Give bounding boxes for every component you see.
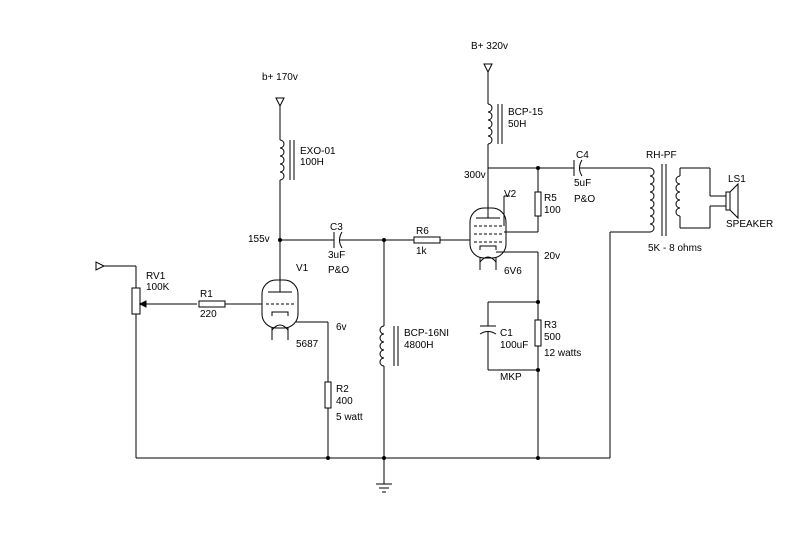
- transformer-ratio: 5K - 8 ohms: [648, 243, 702, 254]
- v2-plate-voltage: 300v: [464, 170, 486, 181]
- c3-capacitor: [280, 231, 384, 249]
- c4-ref: C4: [576, 150, 589, 161]
- transformer-ref: RH-PF: [646, 150, 677, 161]
- v2-cathode-voltage: 20v: [544, 251, 560, 262]
- speaker-label: SPEAKER: [726, 219, 773, 230]
- b-plus-170-label: b+ 170v: [262, 72, 298, 83]
- v2-tube: [469, 168, 510, 270]
- r5-ref: R5: [544, 193, 557, 204]
- r6-value: 1k: [416, 246, 428, 257]
- v1-ref: V1: [296, 263, 309, 274]
- output-transformer: [609, 164, 711, 458]
- bcp15-value: 50H: [508, 119, 526, 130]
- b-plus-320-label: B+ 320v: [471, 41, 508, 52]
- exo01-ref: EXO-01: [300, 146, 336, 157]
- v1-tube: [261, 240, 299, 340]
- r1-resistor: [198, 300, 264, 308]
- r3-ref: R3: [544, 320, 557, 331]
- c4-note: P&O: [574, 194, 595, 205]
- r3-value: 500: [544, 332, 561, 343]
- v2-cathode-wire: [487, 251, 540, 326]
- r2-value: 400: [336, 396, 353, 407]
- c1-ref: C1: [500, 328, 513, 339]
- c3-value: 3uF: [328, 250, 345, 261]
- bcp16-value: 4800H: [404, 340, 433, 351]
- ground-bus: [136, 456, 610, 460]
- exo01-value: 100H: [300, 157, 324, 168]
- r3-note: 12 watts: [544, 348, 581, 359]
- r2-note: 5 watt: [336, 412, 363, 423]
- bcp15-choke: [487, 103, 503, 168]
- r5-resistor: [504, 168, 542, 233]
- bcp15-ref: BCP-15: [508, 107, 543, 118]
- v1-type: 5687: [296, 339, 319, 350]
- v1-heater-voltage: 6v: [336, 322, 347, 333]
- b-plus-170-terminal: [275, 97, 285, 140]
- c3-note: P&O: [328, 265, 349, 276]
- v1-plate-voltage: 155v: [248, 234, 270, 245]
- junction-c1-r3: [536, 368, 540, 372]
- r3-resistor: [534, 302, 542, 458]
- rv1-value: 100K: [146, 282, 170, 293]
- ground-icon: [376, 483, 392, 493]
- input-terminal: [95, 261, 137, 288]
- c1-capacitor: [479, 325, 538, 371]
- c4-capacitor: [573, 159, 650, 177]
- r1-ref: R1: [200, 289, 213, 300]
- r6-resistor: [384, 236, 472, 244]
- r1-value: 220: [200, 309, 217, 320]
- speaker-ref: LS1: [728, 174, 746, 185]
- bcp16-choke: [379, 240, 399, 484]
- r2-ref: R2: [336, 384, 349, 395]
- c3-ref: C3: [330, 222, 343, 233]
- rv1-ref: RV1: [146, 271, 166, 282]
- exo01-choke: [279, 139, 295, 240]
- b-plus-320-terminal: [483, 63, 493, 104]
- c1-value: 100uF: [500, 340, 528, 351]
- r2-resistor: [296, 321, 332, 458]
- v2-type: 6V6: [504, 266, 522, 277]
- r5-value: 100: [544, 205, 561, 216]
- c1-note: MKP: [500, 372, 522, 383]
- bcp16-ref: BCP-16NI: [404, 328, 449, 339]
- c4-value: 5uF: [574, 178, 591, 189]
- rv1-potentiometer: [131, 287, 197, 458]
- v2-ref: V2: [504, 189, 517, 200]
- r6-ref: R6: [416, 226, 429, 237]
- speaker-icon: [710, 182, 739, 220]
